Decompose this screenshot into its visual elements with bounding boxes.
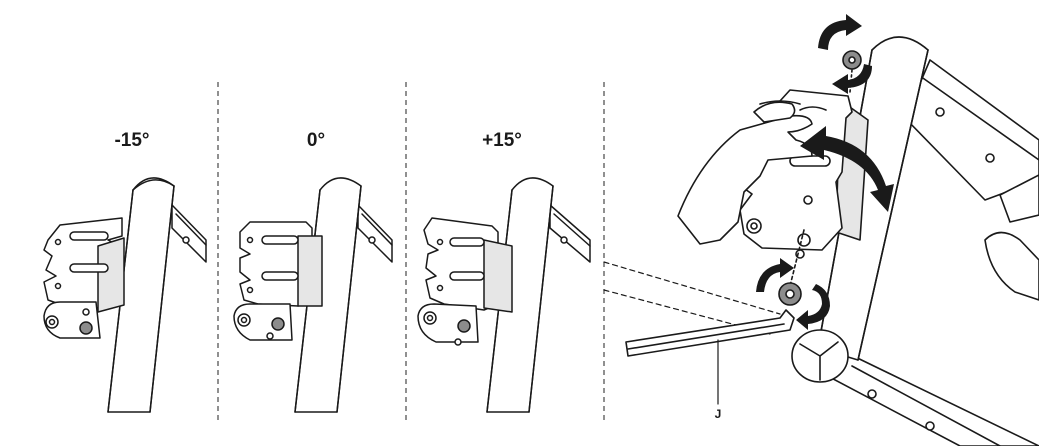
hand-icon (677, 100, 813, 245)
angle-label-plus15: +15° (482, 130, 522, 151)
callout-label-j: J (715, 407, 722, 421)
bolt-icon (271, 317, 285, 331)
crossbar (549, 204, 591, 263)
panel-plus15 (417, 177, 591, 413)
crossbar (357, 204, 393, 263)
angle-label-minus15: -15° (114, 130, 149, 151)
lower-bolt (778, 282, 802, 306)
bolt-icon (457, 319, 471, 333)
panel-minus15 (43, 177, 207, 413)
bolt-icon (79, 321, 93, 335)
panel-dividers (217, 82, 605, 420)
tilt-arrow-icon (800, 126, 894, 212)
zoom-line-upper (603, 261, 781, 315)
zoom-line-lower (603, 289, 771, 335)
rotate-arrow-icon (756, 258, 830, 330)
angle-label-0: 0° (307, 130, 325, 151)
hex-key-icon: J (625, 309, 795, 421)
panel-0 (233, 177, 393, 413)
tube-end-cap (791, 329, 849, 383)
rotate-arrow-icon (818, 14, 872, 94)
frame-arms (819, 59, 1039, 446)
detail-view: J (603, 14, 1039, 446)
bracket-plate (233, 221, 323, 341)
crossbar (171, 204, 207, 263)
bracket-plate (43, 217, 125, 339)
bracket-plate (417, 217, 513, 346)
